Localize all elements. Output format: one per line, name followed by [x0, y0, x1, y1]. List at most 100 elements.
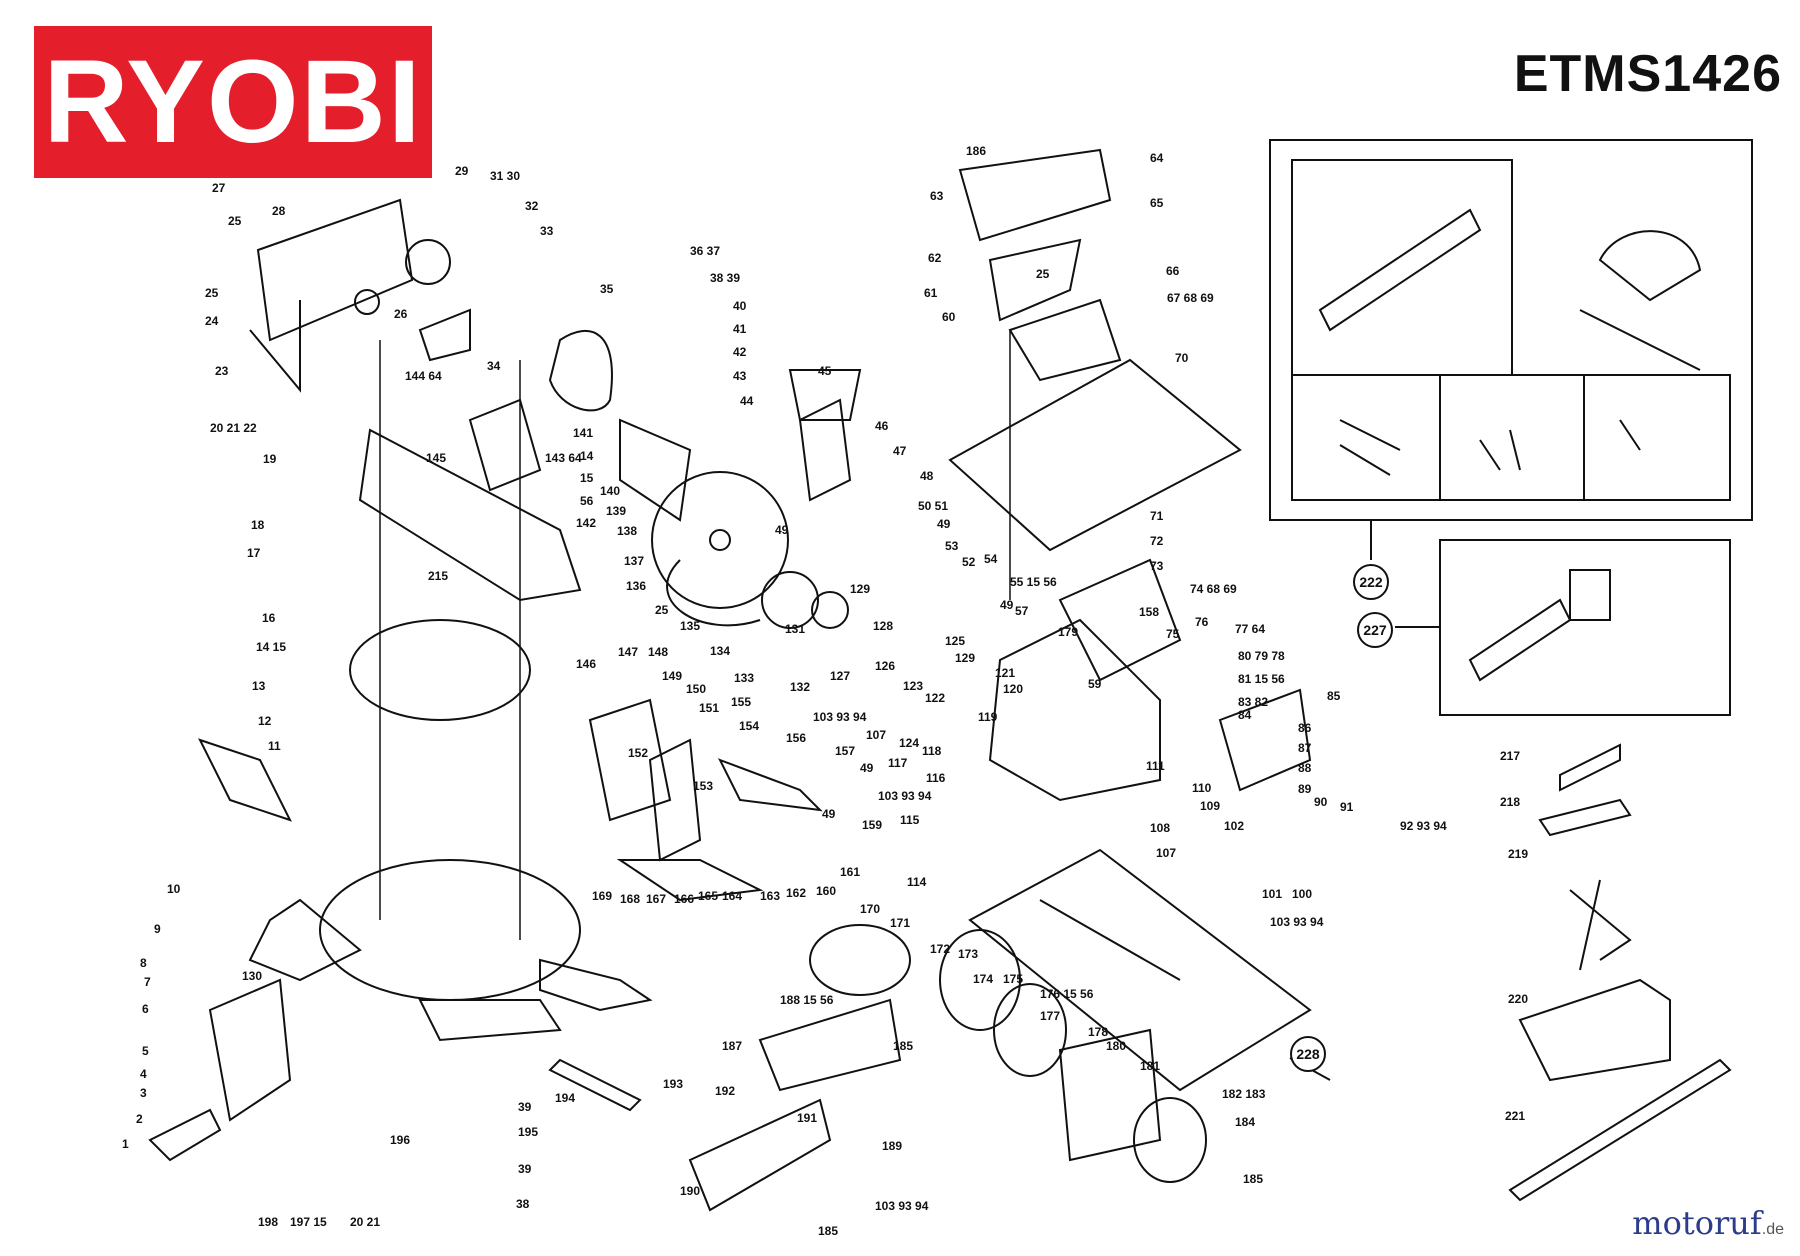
- callout-150: 150: [686, 682, 706, 696]
- callout-84: 84: [1238, 708, 1252, 722]
- pivot-arm-part: [358, 428, 582, 602]
- callout-124: 124: [899, 736, 919, 750]
- guard-link-part: [648, 738, 702, 862]
- callout-103-93-94a: 103 93 94: [813, 710, 867, 724]
- bracket-part: [418, 308, 471, 362]
- callout-123: 123: [903, 679, 923, 693]
- callout-14: 14: [580, 449, 594, 463]
- callout-77-64: 77 64: [1235, 622, 1265, 636]
- callout-194: 194: [555, 1091, 575, 1105]
- kit-bolt-part-1: [1339, 419, 1401, 451]
- callout-40: 40: [733, 299, 747, 313]
- callout-192: 192: [715, 1084, 735, 1098]
- callout-64a: 64: [1150, 151, 1164, 165]
- callout-20-21-22: 20 21 22: [210, 421, 257, 435]
- callout-7: 7: [144, 975, 151, 989]
- callout-83-82: 83 82: [1238, 695, 1268, 709]
- callout-172: 172: [930, 942, 950, 956]
- callout-60: 60: [942, 310, 956, 324]
- callout-152: 152: [628, 746, 648, 760]
- callout-12: 12: [258, 714, 272, 728]
- callout-14-15: 14 15: [256, 640, 286, 654]
- motor-mount-part: [548, 330, 613, 412]
- callout-145: 145: [426, 451, 446, 465]
- lock-knob-part: [148, 1108, 222, 1162]
- callout-142: 142: [576, 516, 596, 530]
- callout-138: 138: [617, 524, 637, 538]
- base-front-part: [418, 999, 562, 1042]
- callout-127: 127: [830, 669, 850, 683]
- callout-118: 118: [922, 744, 942, 758]
- callout-62: 62: [928, 251, 942, 265]
- callout-33: 33: [540, 224, 554, 238]
- kit-circle-228: [1290, 1036, 1326, 1072]
- callout-39a: 39: [518, 1100, 532, 1114]
- callout-47: 47: [893, 444, 907, 458]
- callout-61: 61: [924, 286, 938, 300]
- callout-107b: 107: [1156, 846, 1176, 860]
- callout-136: 136: [626, 579, 646, 593]
- kit-miter-gauge-part: [1598, 230, 1702, 302]
- callout-108: 108: [1150, 821, 1170, 835]
- callout-55-15-56: 55 15 56: [1010, 575, 1057, 589]
- callout-148: 148: [648, 645, 668, 659]
- callout-109: 109: [1200, 799, 1220, 813]
- callout-154: 154: [739, 719, 759, 733]
- watermark-text: motoruf: [1632, 1204, 1762, 1242]
- callout-25b: 25: [205, 286, 219, 300]
- arm-plate-part: [619, 418, 692, 522]
- rear-fence-part: [256, 198, 414, 342]
- guard-plate-part: [588, 698, 672, 822]
- callout-81-15-56: 81 15 56: [1238, 672, 1285, 686]
- callout-100: 100: [1292, 887, 1312, 901]
- callout-166: 166: [674, 892, 694, 906]
- callout-27: 27: [212, 181, 226, 195]
- callout-66: 66: [1166, 264, 1180, 278]
- callout-116: 116: [926, 771, 946, 785]
- stand-kit-228-outline: [968, 848, 1312, 1092]
- callout-137: 137: [624, 554, 644, 568]
- turntable-part: [349, 619, 531, 721]
- callout-134: 134: [710, 644, 730, 658]
- brand-logo: RYOBI: [34, 26, 432, 178]
- field-coil-part: [993, 983, 1067, 1077]
- callout-38: 38: [516, 1197, 530, 1211]
- callout-44: 44: [740, 394, 754, 408]
- callout-196: 196: [390, 1133, 410, 1147]
- arm-bracket-part: [468, 398, 542, 492]
- link-rod-part: [717, 758, 823, 812]
- callout-25a: 25: [228, 214, 242, 228]
- callout-125: 125: [945, 634, 965, 648]
- callout-144-64: 144 64: [405, 369, 442, 383]
- lower-guard-part: [666, 559, 761, 627]
- callout-155: 155: [731, 695, 751, 709]
- callout-162: 162: [786, 886, 806, 900]
- callout-15: 15: [580, 471, 594, 485]
- watermark-suffix: .de: [1761, 1221, 1784, 1238]
- spring-rod-part: [616, 859, 764, 902]
- chuck-key-part: [1569, 879, 1632, 971]
- callout-41: 41: [733, 322, 747, 336]
- callout-19: 19: [263, 452, 277, 466]
- kit-label-222: 222: [1359, 574, 1383, 590]
- switch-housing-part: [1058, 558, 1182, 682]
- spanner-part: [1538, 798, 1632, 837]
- callout-80-79-78: 80 79 78: [1238, 649, 1285, 663]
- callout-86: 86: [1298, 721, 1312, 735]
- callout-176-15-56: 176 15 56: [1040, 987, 1094, 1001]
- callout-120: 120: [1003, 682, 1023, 696]
- callout-31-30: 31 30: [490, 169, 520, 183]
- extension-arm-part: [198, 738, 292, 822]
- callout-129b: 129: [955, 651, 975, 665]
- saw-blade-part: [651, 471, 789, 609]
- callout-20-21: 20 21: [350, 1215, 380, 1229]
- callout-103-93-94c: 103 93 94: [1270, 915, 1324, 929]
- support-bracket-part: [758, 998, 902, 1092]
- kit-clamp-part: [1479, 429, 1521, 471]
- callout-174: 174: [973, 972, 993, 986]
- blade-arbor-part: [709, 529, 731, 551]
- callout-178: 178: [1088, 1025, 1108, 1039]
- callout-49b: 49: [937, 517, 951, 531]
- kit-circle-227: [1357, 612, 1393, 648]
